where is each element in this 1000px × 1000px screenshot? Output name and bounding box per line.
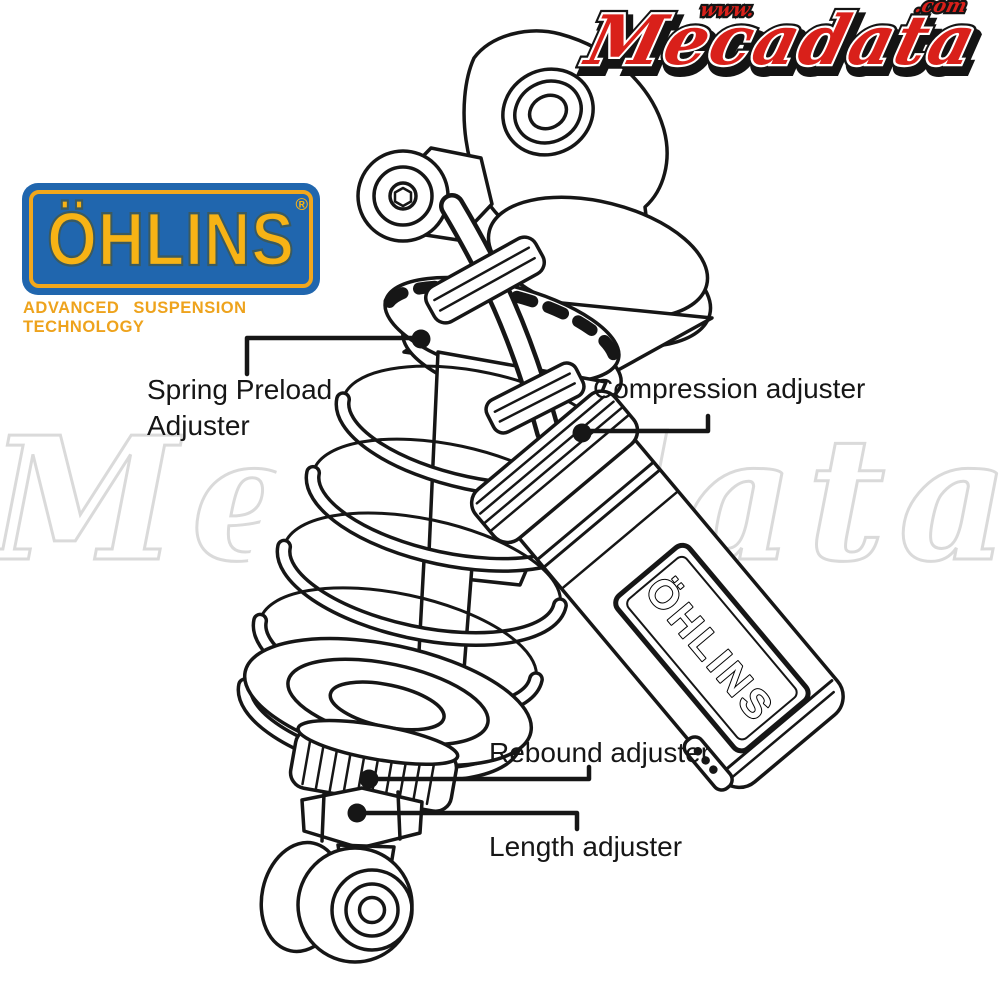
mecadata-logo-shadow: Mecadata [580,7,989,87]
bottom-ball-joint [259,840,414,964]
callout-label-spring-preload: Spring Preload Adjuster [147,372,332,444]
callout-label-length: Length adjuster [489,831,683,862]
hose-sleeve-upper [423,235,547,325]
callout-dot-length [347,803,367,823]
mecadata-logo-red: Mecadata [577,1,986,81]
callout-line-compression [581,413,711,434]
callout-line-length [356,810,580,832]
callout-dot-rebound [359,769,379,789]
ohlins-tagline: ADVANCED SUSPENSION TECHNOLOGY [23,299,247,336]
mecadata-logo-outline: Mecadata [577,1,986,81]
banjo-fitting [356,146,494,243]
registered-trademark-icon: ® [295,195,308,214]
callout-dot-spring-preload [411,329,431,349]
top-eyelet-bearing [501,67,595,157]
mecadata-www-outline: www. [698,0,757,21]
bleed-valve [682,735,734,792]
callout-label-spring-preload-line1: Spring Preload [147,374,333,405]
ohlins-logo-border [29,190,313,288]
reservoir: ÖHLINS [469,389,845,792]
mecadata-logo-white: Mecadata [577,1,986,81]
callout-dots [347,329,592,823]
ohlins-logo: ÖHLINS ® [22,183,320,295]
mecadata-www: www. [698,0,757,21]
callout-leaders [244,335,711,832]
callout-label-spring-preload-line2: Adjuster [147,410,250,441]
callout-dot-compression [572,423,592,443]
mecadata-com-outline: .com [913,0,970,17]
callout-line-spring-preload [244,335,421,377]
mecadata-com: .com [913,0,970,17]
ohlins-logo-text: ÖHLINS [46,195,295,282]
mecadata-logo: Mecadata Mecadata Mecadata Mecadata www.… [575,0,995,90]
hose-sleeve-lower [484,361,586,435]
callout-label-rebound: Rebound adjuster [489,737,711,768]
callout-line-rebound [368,764,592,782]
callout-label-compression: Compression adjuster [593,373,866,404]
rebound-adjuster-knob [288,718,460,813]
